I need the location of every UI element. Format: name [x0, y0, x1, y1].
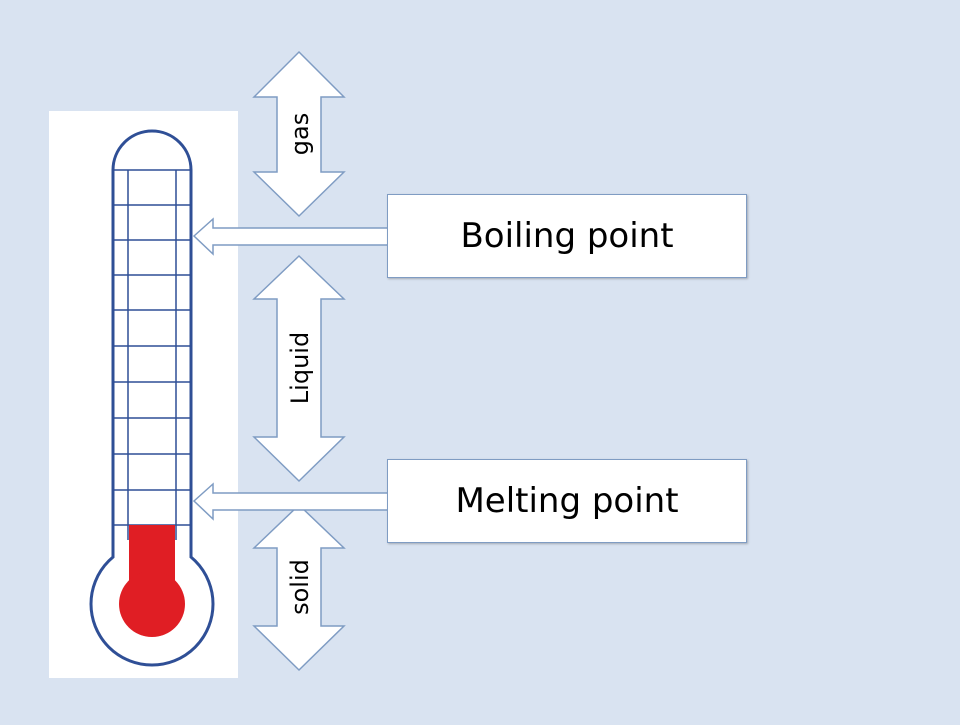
gas-double-arrow-icon — [252, 50, 346, 218]
liquid-arrow: Liquid — [252, 254, 346, 483]
boiling-point-box: Boiling point — [387, 194, 747, 278]
mercury-bulb — [119, 571, 185, 637]
solid-label: solid — [286, 559, 314, 615]
melting-point-box: Melting point — [387, 459, 747, 543]
boiling-point-label: Boiling point — [460, 216, 674, 256]
liquid-label: Liquid — [286, 332, 314, 404]
gas-arrow: gas — [252, 50, 346, 218]
liquid-double-arrow-icon — [252, 254, 346, 483]
gas-label: gas — [286, 113, 314, 155]
solid-arrow: solid — [252, 503, 346, 672]
solid-double-arrow-icon — [252, 503, 346, 672]
melting-point-label: Melting point — [455, 481, 679, 521]
thermometer — [89, 129, 215, 667]
